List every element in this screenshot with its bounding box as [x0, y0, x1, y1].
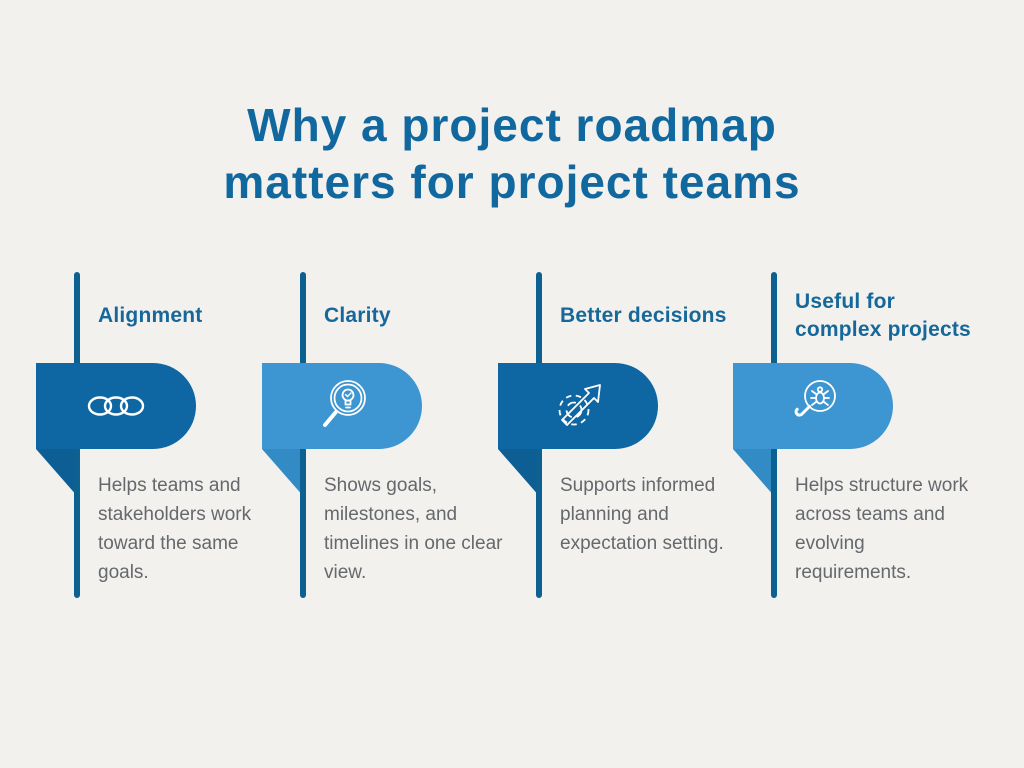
benefit-columns: Alignment Helps teams and stakeholders w…: [0, 272, 1024, 612]
magnifier-bug-icon: [794, 380, 836, 417]
benefit-bubble: [498, 363, 658, 449]
benefit-heading: Clarity: [324, 304, 391, 327]
benefit-description: Helps teams and stakeholders work toward…: [98, 475, 252, 583]
benefit-heading: Alignment: [98, 304, 203, 327]
benefit-heading: Useful for complex projects: [795, 290, 971, 341]
benefit-description: Helps structure work across teams and ev…: [795, 475, 969, 583]
page-title-line1: Why a project roadmap: [247, 99, 777, 151]
benefit-description: Shows goals, milestones, and timelines i…: [324, 475, 503, 583]
benefit-heading: Better decisions: [560, 304, 727, 327]
benefit-description: Supports informed planning and expectati…: [560, 475, 724, 554]
magnifier-lightbulb-icon: [323, 380, 366, 427]
page-title: Why a project roadmap matters for projec…: [0, 97, 1024, 211]
bubble-tail: [36, 449, 78, 497]
bubble-tail: [498, 449, 540, 497]
benefit-column-clarity: Clarity Shows goals, milestones, and tim…: [262, 272, 506, 608]
benefit-bubble: [733, 363, 893, 449]
benefit-column-better-decisions: Better decisions Supports informed plann…: [498, 272, 742, 608]
benefit-column-complex-projects: Useful for complex projects Helps struct…: [733, 272, 977, 608]
benefit-bubble: [36, 363, 196, 449]
gear-arrow-icon: [558, 384, 601, 426]
benefit-column-alignment: Alignment Helps teams and stakeholders w…: [36, 272, 280, 608]
page-title-line2: matters for project teams: [223, 156, 801, 208]
benefit-bubble: [262, 363, 422, 449]
chain-link-icon: [87, 396, 145, 416]
